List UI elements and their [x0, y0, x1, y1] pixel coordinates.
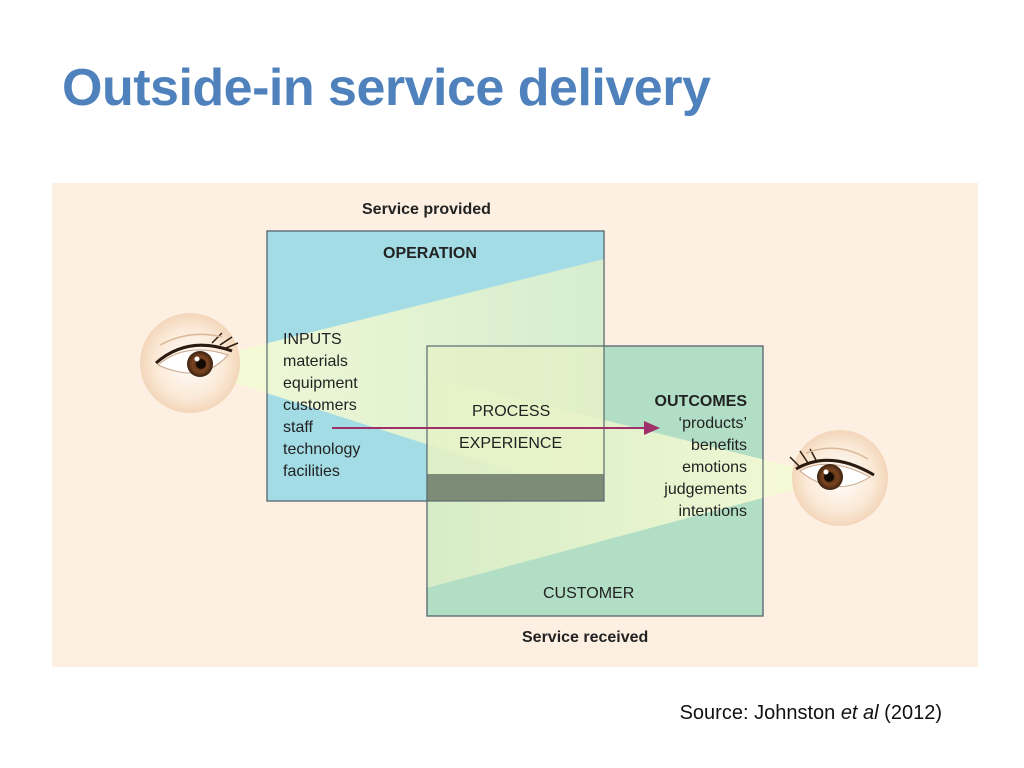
inputs-heading: INPUTS — [283, 331, 342, 348]
source-citation: Source: Johnston et al (2012) — [680, 702, 942, 725]
input-item: technology — [283, 441, 361, 458]
outcome-item: judgements — [664, 481, 747, 498]
left-eye-icon — [140, 313, 240, 413]
input-item: equipment — [283, 375, 358, 392]
inputs-list: INPUTS materials equipment customers sta… — [283, 329, 360, 483]
outcome-item: ‘products’ — [678, 415, 747, 432]
outcomes-heading: OUTCOMES — [654, 393, 747, 410]
source-italic: et al — [840, 702, 879, 724]
service-received-label: Service received — [522, 629, 649, 646]
service-provided-label: Service provided — [362, 201, 491, 218]
shadow-band — [427, 474, 604, 501]
customer-title: CUSTOMER — [543, 585, 635, 602]
slide-title: Outside-in service delivery — [62, 59, 711, 117]
input-item: facilities — [283, 463, 340, 480]
experience-label: EXPERIENCE — [459, 435, 563, 452]
input-item: materials — [283, 353, 348, 370]
process-label: PROCESS — [472, 403, 551, 420]
outcome-item: emotions — [682, 459, 747, 476]
diagram-panel: Service provided OPERATION INPUTS materi… — [52, 183, 978, 667]
right-eye-icon — [789, 430, 888, 526]
process-flow-arrow — [332, 421, 660, 435]
outcome-item: intentions — [678, 503, 748, 520]
input-item: customers — [283, 397, 357, 414]
diagram-graphic — [52, 183, 978, 667]
operation-box-border — [266, 230, 605, 502]
outcome-item: benefits — [690, 437, 747, 454]
source-suffix: (2012) — [878, 702, 942, 724]
input-item: staff — [283, 419, 313, 436]
source-prefix: Source: Johnston — [679, 702, 841, 724]
customer-box-border — [426, 345, 764, 617]
operation-title: OPERATION — [383, 245, 477, 262]
outcomes-list: OUTCOMES ‘products’ benefits emotions ju… — [655, 391, 747, 523]
